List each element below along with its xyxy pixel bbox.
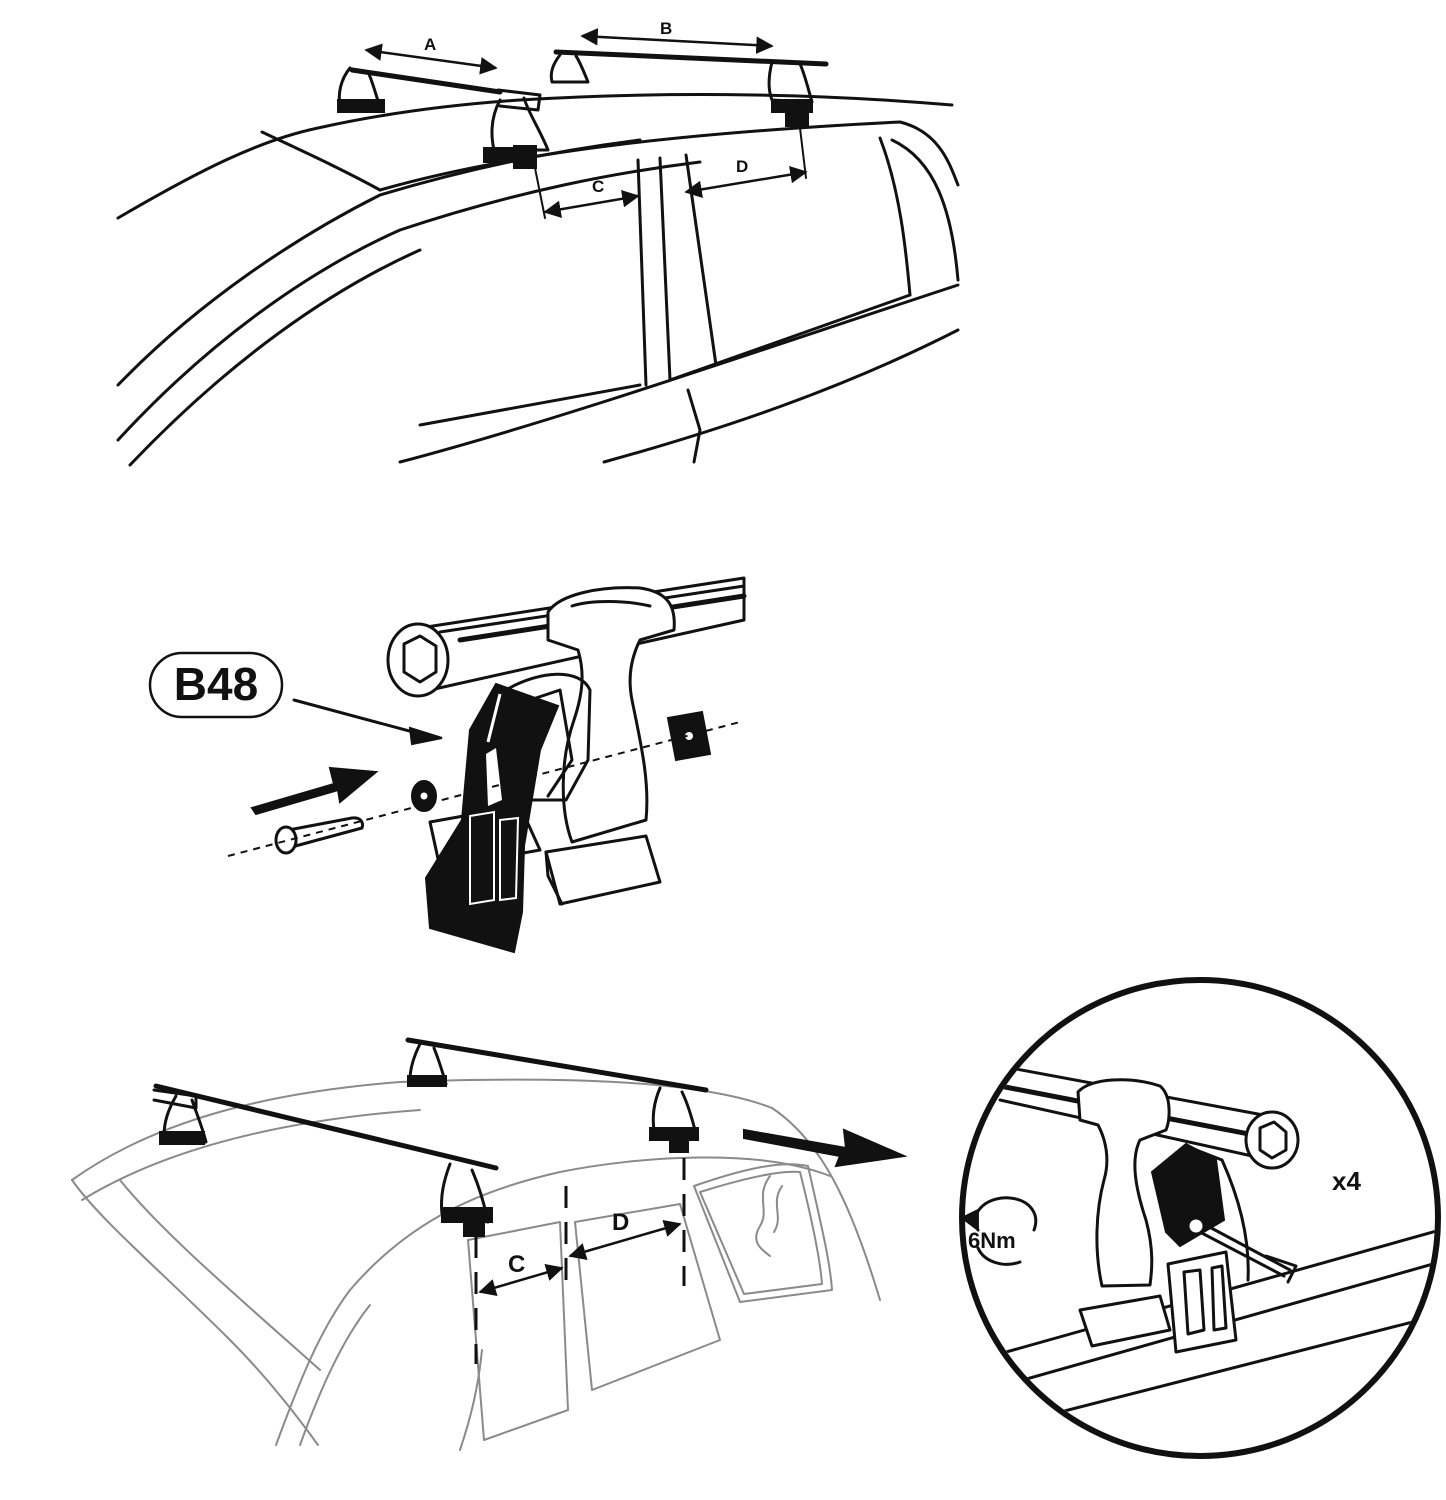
bottom-dimension-label-d: D [612, 1209, 629, 1236]
dimension-label-b: B [660, 19, 672, 38]
dimension-label-c: C [592, 177, 604, 196]
dimension-label-d: D [736, 157, 748, 176]
torque-value: 6Nm [968, 1228, 1016, 1253]
top-car-illustration: A B C D [116, 19, 960, 467]
foot-detail-callout: 6Nm x4 [959, 977, 1441, 1459]
bottom-car-illustration: C D [71, 1037, 908, 1451]
foot-assembly-exploded-view: B48 [148, 576, 747, 954]
torque-rotation-icon [960, 1196, 1038, 1266]
part-code: B48 [174, 658, 258, 710]
bottom-dimension-label-c: C [508, 1251, 525, 1278]
quantity-label: x4 [1332, 1166, 1361, 1196]
part-badge [148, 651, 284, 719]
dimension-label-a: A [424, 35, 436, 54]
